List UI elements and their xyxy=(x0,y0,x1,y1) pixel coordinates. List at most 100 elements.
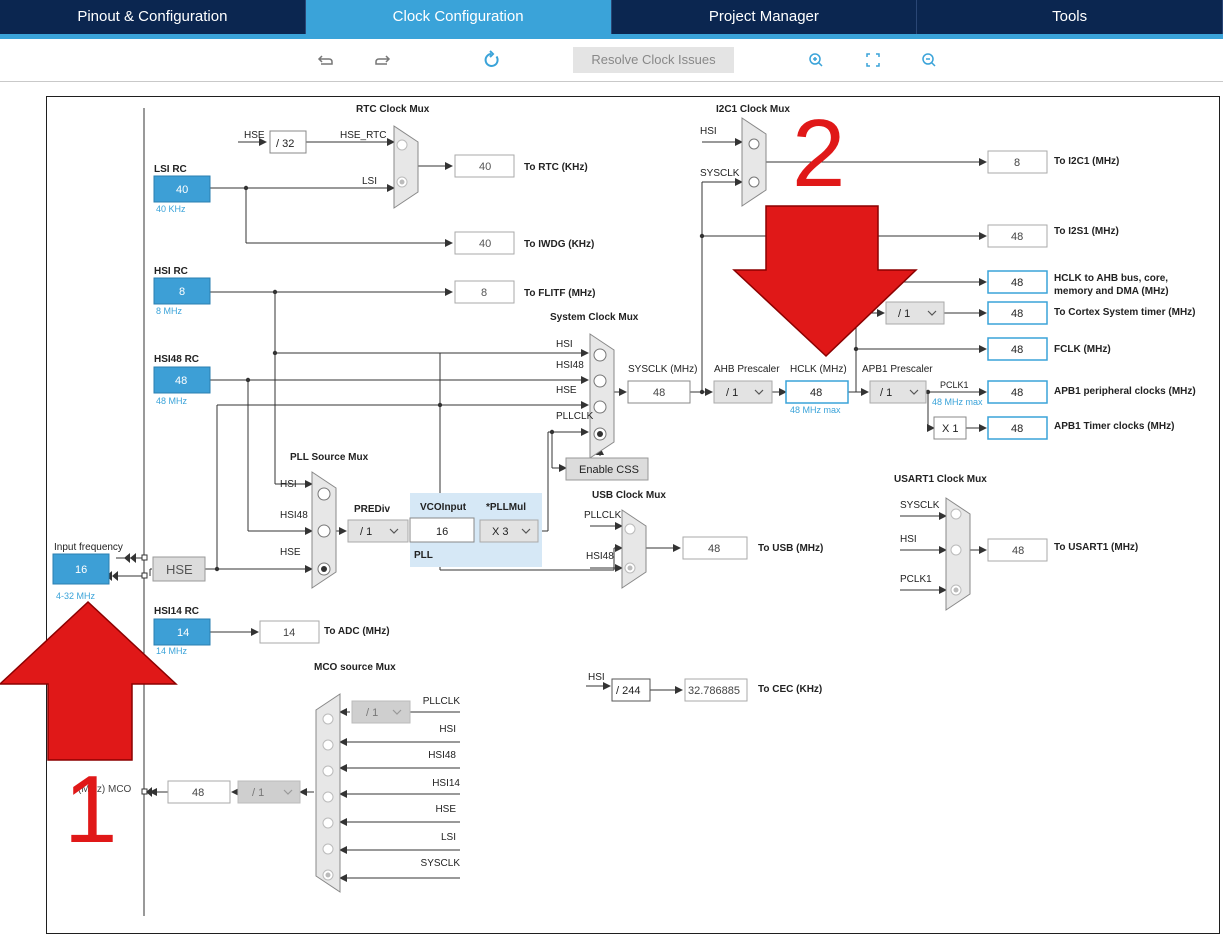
pll-input-hsi: HSI xyxy=(280,479,297,490)
hsi-value: 8 xyxy=(179,286,185,298)
fclk-value-box[interactable] xyxy=(987,337,1048,361)
i2c1-mux-radio-hsi[interactable] xyxy=(748,138,760,150)
zoom-out-icon[interactable] xyxy=(916,47,942,73)
usb-value: 48 xyxy=(708,543,720,555)
apb1-prescaler-select[interactable] xyxy=(869,380,927,404)
adc-value-box[interactable] xyxy=(259,620,320,644)
i2c1-value-box[interactable] xyxy=(987,150,1048,174)
cec-value: 32.786885 xyxy=(688,685,740,697)
i2c1-input-sysclk: SYSCLK xyxy=(700,168,740,179)
sysmux-input-hsi48: HSI48 xyxy=(556,360,584,371)
toolbar: Resolve Clock Issues xyxy=(0,39,1223,82)
pllmux-radio-hsi48[interactable] xyxy=(317,524,331,538)
mcomux-radio-4[interactable] xyxy=(322,791,334,803)
sysmux-radio-hse[interactable] xyxy=(593,400,607,414)
i2c1-mux-radio-sysclk[interactable] xyxy=(748,176,760,188)
sysmux-input-hsi: HSI xyxy=(556,339,573,350)
mco-input-sysclk: SYSCLK xyxy=(421,858,461,869)
mco-div-select[interactable] xyxy=(351,700,411,724)
redo-icon[interactable] xyxy=(369,47,395,73)
hclk-ahb-value-box[interactable] xyxy=(987,270,1048,294)
sysmux-input-pllclk: PLLCLK xyxy=(556,411,594,422)
i2s1-label: To I2S1 (MHz) xyxy=(1054,226,1119,237)
sysclk-value-box[interactable] xyxy=(627,380,691,404)
annotation-arrow-2 xyxy=(732,205,918,358)
rtc-mux-radio-hse[interactable] xyxy=(396,139,408,151)
hsi14-rc-block xyxy=(153,618,211,646)
cec-div-box[interactable] xyxy=(611,678,651,702)
mcomux-radio-1[interactable] xyxy=(322,713,334,725)
hclk-value: 48 xyxy=(810,387,822,399)
usart1mux-radio-sysclk[interactable] xyxy=(950,508,962,520)
sysmux-radio-hsi48[interactable] xyxy=(593,374,607,388)
hsi48-rc-block xyxy=(153,366,211,394)
apb1-periph-value-box[interactable] xyxy=(987,380,1048,404)
mco-pre-chevron-down-icon xyxy=(283,789,293,795)
tab-pinout-configuration[interactable]: Pinout & Configuration xyxy=(0,0,306,34)
usart1-value: 48 xyxy=(1012,545,1024,557)
sysmux-radio-hsi[interactable] xyxy=(593,348,607,362)
i2s1-value-box[interactable] xyxy=(987,224,1048,248)
flitf-value-box[interactable] xyxy=(454,280,515,304)
apb1-timer-value-box[interactable] xyxy=(987,416,1048,440)
prediv-select[interactable] xyxy=(347,519,409,543)
apb1-timer-value: 48 xyxy=(1011,423,1023,435)
zoom-in-icon[interactable] xyxy=(803,47,829,73)
enable-css-button[interactable] xyxy=(565,457,649,481)
hsi48-value: 48 xyxy=(175,375,187,387)
tab-clock-configuration[interactable]: Clock Configuration xyxy=(305,0,612,34)
mcomux-radio-3[interactable] xyxy=(322,765,334,777)
adc-label: To ADC (MHz) xyxy=(324,626,390,637)
cortex-label: To Cortex System timer (MHz) xyxy=(1054,307,1196,318)
input-frequency-range: 4-32 MHz xyxy=(56,591,96,601)
usart1-input-hsi: HSI xyxy=(900,534,917,545)
fit-icon[interactable] xyxy=(860,47,886,73)
ahb-chevron-down-icon xyxy=(754,389,764,395)
mco-input-hsi14: HSI14 xyxy=(432,778,460,789)
rtc-value-box[interactable] xyxy=(454,154,515,178)
mco-input-hsi: HSI xyxy=(439,724,456,735)
annotation-number-1: 1 xyxy=(64,756,117,863)
hsi-freq: 8 MHz xyxy=(156,306,183,316)
resolve-clock-issues-button[interactable]: Resolve Clock Issues xyxy=(573,47,734,73)
tab-project-manager[interactable]: Project Manager xyxy=(612,0,918,34)
mco-div-value: / 1 xyxy=(366,707,378,719)
input-frequency-field[interactable] xyxy=(52,553,110,585)
apb1-periph-label: APB1 peripheral clocks (MHz) xyxy=(1054,386,1196,397)
iwdg-value-box[interactable] xyxy=(454,231,515,255)
usart1-value-box[interactable] xyxy=(987,538,1048,562)
vco-label: VCOInput xyxy=(420,502,467,513)
pll-mul-select[interactable] xyxy=(479,519,539,543)
undo-icon[interactable] xyxy=(313,47,339,73)
usart1mux-radio-hsi[interactable] xyxy=(950,544,962,556)
cortex-value-box[interactable] xyxy=(987,301,1048,325)
pllmul-value: X 3 xyxy=(492,526,509,538)
cortex-div-select[interactable] xyxy=(885,301,945,325)
mco-value-box[interactable] xyxy=(167,780,231,804)
mco-pre-div-select[interactable] xyxy=(237,780,301,804)
refresh-icon[interactable] xyxy=(479,47,505,73)
apb1-x1-box[interactable] xyxy=(933,416,967,440)
mco-input-pllclk: PLLCLK xyxy=(423,696,461,707)
ahb-prescaler-select[interactable] xyxy=(713,380,773,404)
hclk-value-box[interactable] xyxy=(785,380,849,404)
usb-value-box[interactable] xyxy=(682,536,748,560)
vco-input-box xyxy=(409,517,475,543)
input-frequency-value: 16 xyxy=(75,564,87,576)
cec-value-box[interactable] xyxy=(684,678,748,702)
mcomux-radio-6[interactable] xyxy=(322,843,334,855)
rtc-div-box[interactable] xyxy=(269,130,307,154)
hse-source-button[interactable] xyxy=(152,556,206,582)
mcomux-radio-5[interactable] xyxy=(322,817,334,829)
rtc-div-value: / 32 xyxy=(276,138,294,150)
i2c1-mux-title: I2C1 Clock Mux xyxy=(716,104,790,115)
usbmux-radio-pllclk[interactable] xyxy=(624,523,636,535)
cec-label: To CEC (KHz) xyxy=(758,684,822,695)
mcomux-radio-2[interactable] xyxy=(322,739,334,751)
apb1-max: 48 MHz max xyxy=(932,397,983,407)
usart1-mux-title: USART1 Clock Mux xyxy=(894,474,987,485)
flitf-label: To FLITF (MHz) xyxy=(524,288,595,299)
rtc-output-label: To RTC (KHz) xyxy=(524,162,588,173)
active-tab-underline xyxy=(0,34,1223,39)
pllmux-radio-hsi[interactable] xyxy=(317,487,331,501)
